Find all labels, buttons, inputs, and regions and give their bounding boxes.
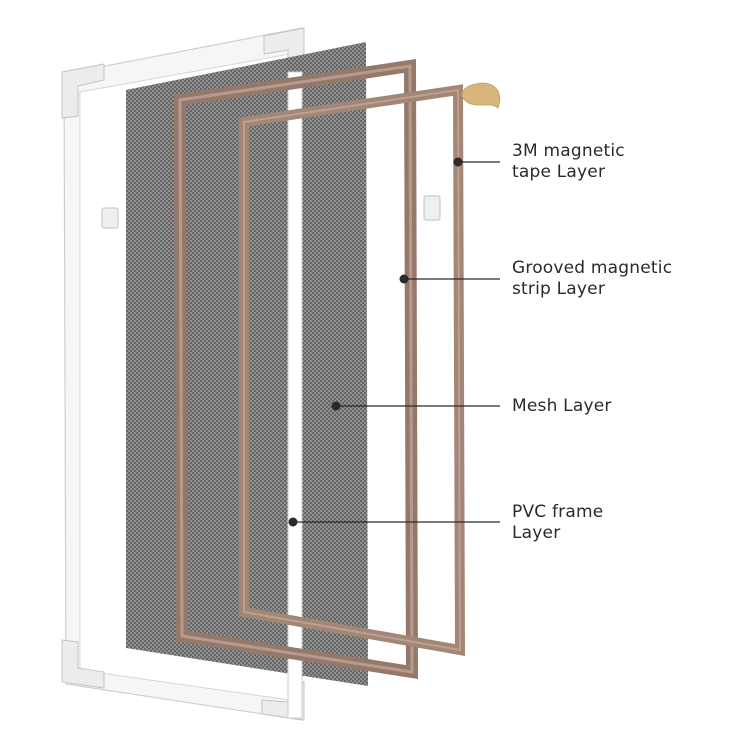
mesh-leader-dot: [331, 401, 341, 411]
tape-layer-label-line2: tape Layer: [512, 162, 606, 182]
strip-layer-label-line1: Grooved magnetic: [512, 258, 673, 278]
strip-layer-label-line2: strip Layer: [512, 279, 606, 299]
strip-leader-dot: [399, 274, 409, 284]
tape-leader-dot: [453, 157, 463, 167]
frame-leader-dot: [288, 517, 298, 527]
strip-layer-label: Grooved magnetic strip Layer: [512, 258, 672, 300]
pvc-frame-front-bar: [287, 71, 303, 719]
tape-layer-label: 3M magnetic tape Layer: [512, 141, 625, 183]
right-clip: [423, 195, 441, 221]
left-clip: [101, 207, 119, 229]
magnetic-tape-layer: [239, 82, 500, 656]
tape-layer-label-line1: 3M magnetic: [512, 141, 625, 161]
frame-layer-label: PVC frame Layer: [512, 502, 603, 544]
mesh-layer-label: Mesh Layer: [512, 396, 612, 417]
frame-layer-label-line1: PVC frame: [512, 502, 604, 522]
leader-lines: [288, 157, 500, 527]
tape-peel-curl: [461, 82, 500, 109]
grooved-magnetic-strip-layer: [173, 59, 419, 680]
frame-layer-label-line2: Layer: [512, 523, 561, 543]
mesh-layer-label-line1: Mesh Layer: [512, 396, 612, 416]
